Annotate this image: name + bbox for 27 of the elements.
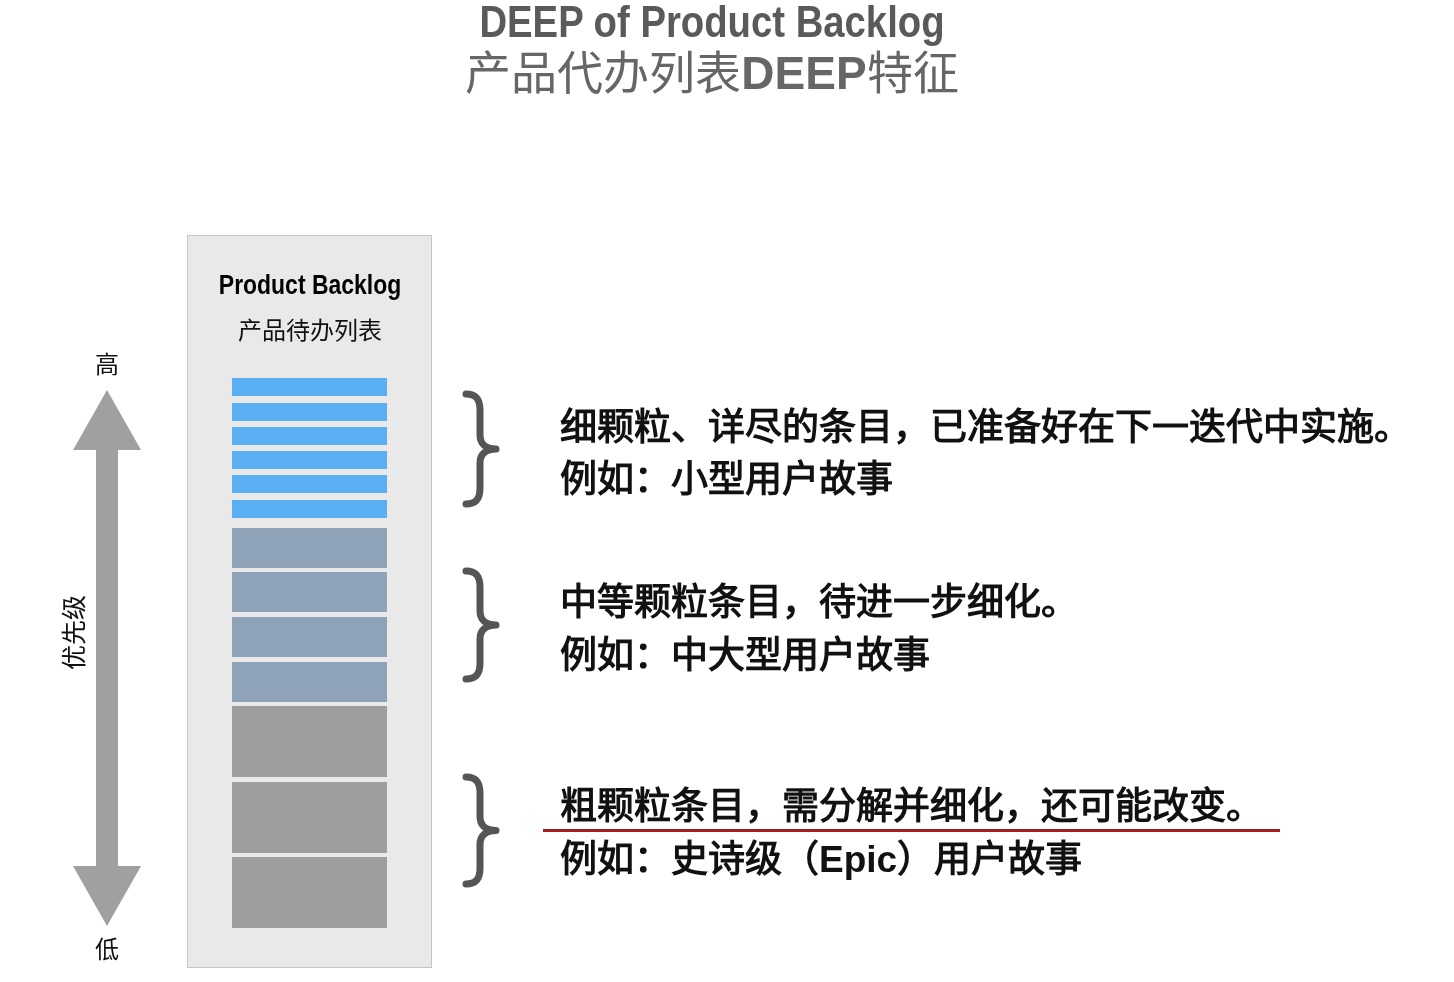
backlog-panel <box>187 235 432 968</box>
title: DEEP of Product Backlog <box>479 0 945 44</box>
backlog-item-bar <box>232 500 387 518</box>
backlog-item-bar <box>232 378 387 396</box>
backlog-item-bar <box>232 528 387 568</box>
backlog-item-bar <box>232 706 387 777</box>
description-text: 例如：史诗级（Epic）用户故事 <box>560 839 1083 881</box>
description-text: 细颗粒、详尽的条目，已准备好在下一迭代中实施。 <box>560 407 1411 449</box>
backlog-item-bar <box>232 475 387 493</box>
description-text: 例如：小型用户故事 <box>560 459 893 501</box>
axis-label: 高 <box>95 351 119 379</box>
panel-subtitle: 产品待办列表 <box>237 317 382 345</box>
backlog-item-bar <box>232 662 387 702</box>
subtitle: 产品代办列表DEEP特征 <box>465 47 959 99</box>
description-text: 粗颗粒条目，需分解并细化，还可能改变。 <box>560 786 1263 828</box>
axis-label: 低 <box>95 936 119 964</box>
description-text: 例如：中大型用户故事 <box>560 635 930 677</box>
panel-title: Product Backlog <box>218 271 401 301</box>
backlog-item-bar <box>232 617 387 657</box>
backlog-item-bar <box>232 427 387 445</box>
backlog-item-bar <box>232 403 387 421</box>
description-text: 中等颗粒条目，待进一步细化。 <box>560 582 1078 624</box>
backlog-item-bar <box>232 782 387 853</box>
backlog-item-bar <box>232 857 387 928</box>
axis-title: 优先级 <box>61 594 89 670</box>
backlog-item-bar <box>232 451 387 469</box>
backlog-item-bar <box>232 572 387 612</box>
